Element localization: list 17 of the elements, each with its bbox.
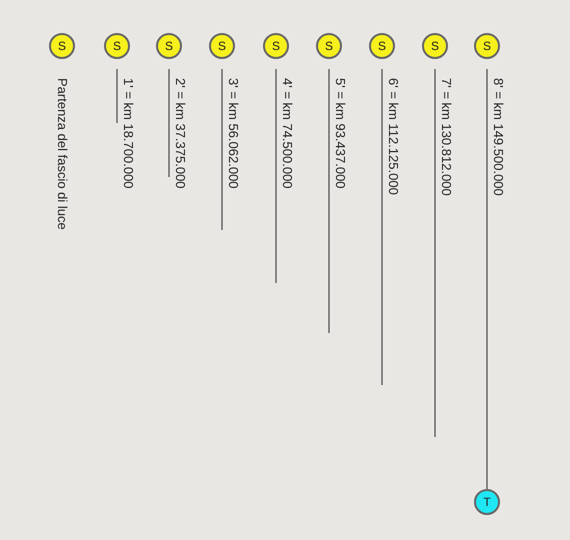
- edge-label: 1' = km 18.700.000: [120, 78, 136, 189]
- line: [275, 69, 277, 283]
- line: [221, 69, 223, 230]
- line: [116, 69, 118, 123]
- edge-label: 2' = km 37.375.000: [172, 78, 188, 189]
- edge-label: 4' = km 74.500.000: [279, 78, 295, 189]
- line: [486, 69, 488, 489]
- edge-label: 8' = km 149.500.000: [490, 78, 506, 196]
- line: [381, 69, 383, 385]
- line: [434, 69, 436, 437]
- edge-label: 5' = km 93.437.000: [332, 78, 348, 189]
- edge-label: 6' = km 112.125.000: [385, 78, 401, 195]
- edge-label: 7' = km 130.812.000: [438, 78, 454, 196]
- line: [328, 69, 330, 333]
- node-label: Partenza del fascio di luce: [54, 78, 70, 230]
- edge-label: 3' = km 56.062.000: [225, 78, 241, 189]
- line: [168, 69, 170, 177]
